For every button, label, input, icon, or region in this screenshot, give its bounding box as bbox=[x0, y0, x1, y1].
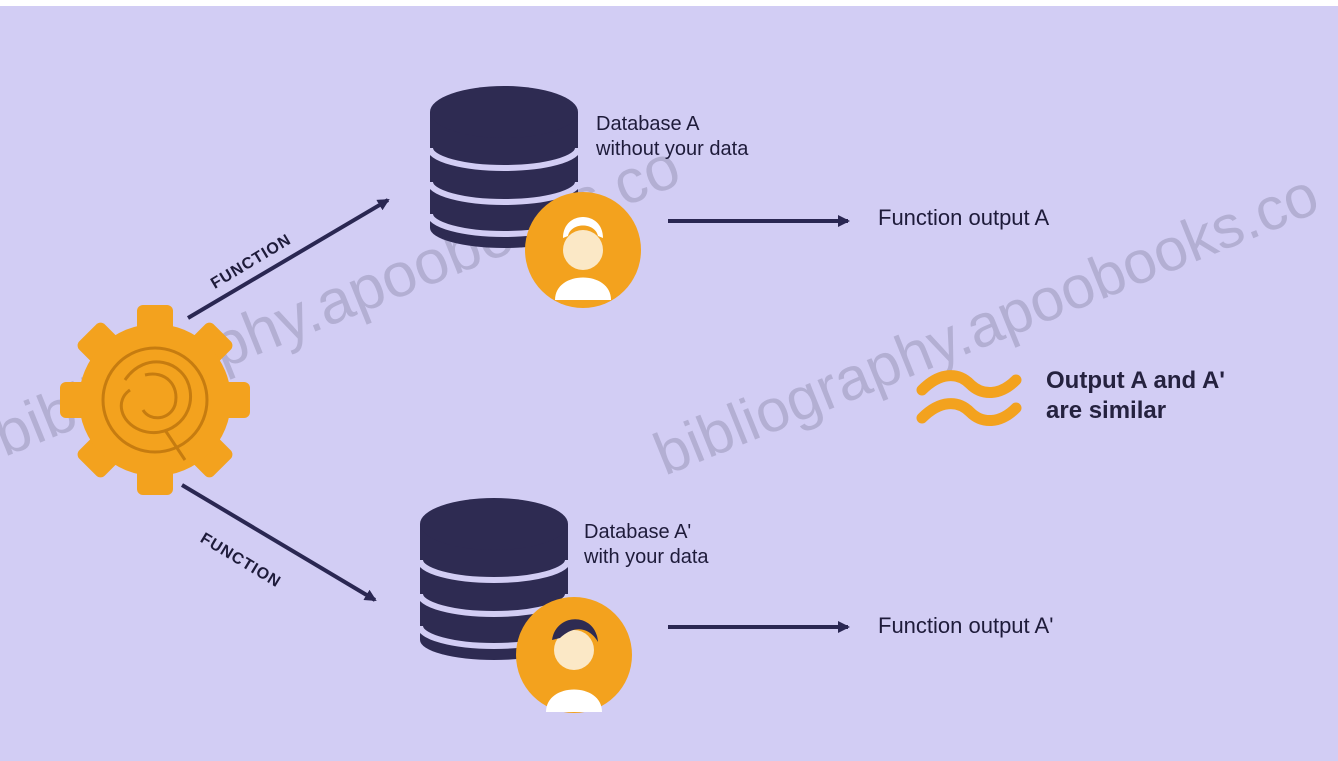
database-a-title: Database A bbox=[596, 113, 700, 135]
top-border bbox=[0, 0, 1338, 6]
database-a-prime-title: Database A' bbox=[584, 521, 692, 543]
function-output-a: Function output A bbox=[878, 205, 1050, 230]
database-a-prime-label: Database A' with your data bbox=[584, 520, 709, 570]
gear-icon bbox=[60, 305, 250, 495]
similarity-line1: Output A and A' bbox=[1046, 367, 1226, 394]
arrow-function-bottom bbox=[180, 483, 377, 602]
database-a-subtitle: without your data bbox=[596, 138, 749, 160]
database-a-label: Database A without your data bbox=[596, 112, 748, 162]
person-icon-a bbox=[525, 192, 641, 308]
function-output-a-prime: Function output A' bbox=[878, 613, 1054, 638]
database-a-prime-subtitle: with your data bbox=[584, 546, 709, 568]
approx-equal-icon bbox=[916, 370, 1022, 426]
person-icon-a-prime bbox=[516, 597, 632, 713]
similarity-line2: are similar bbox=[1046, 397, 1167, 424]
arrow-function-top bbox=[186, 198, 390, 320]
similarity-label: Output A and A' are similar bbox=[1046, 366, 1225, 426]
